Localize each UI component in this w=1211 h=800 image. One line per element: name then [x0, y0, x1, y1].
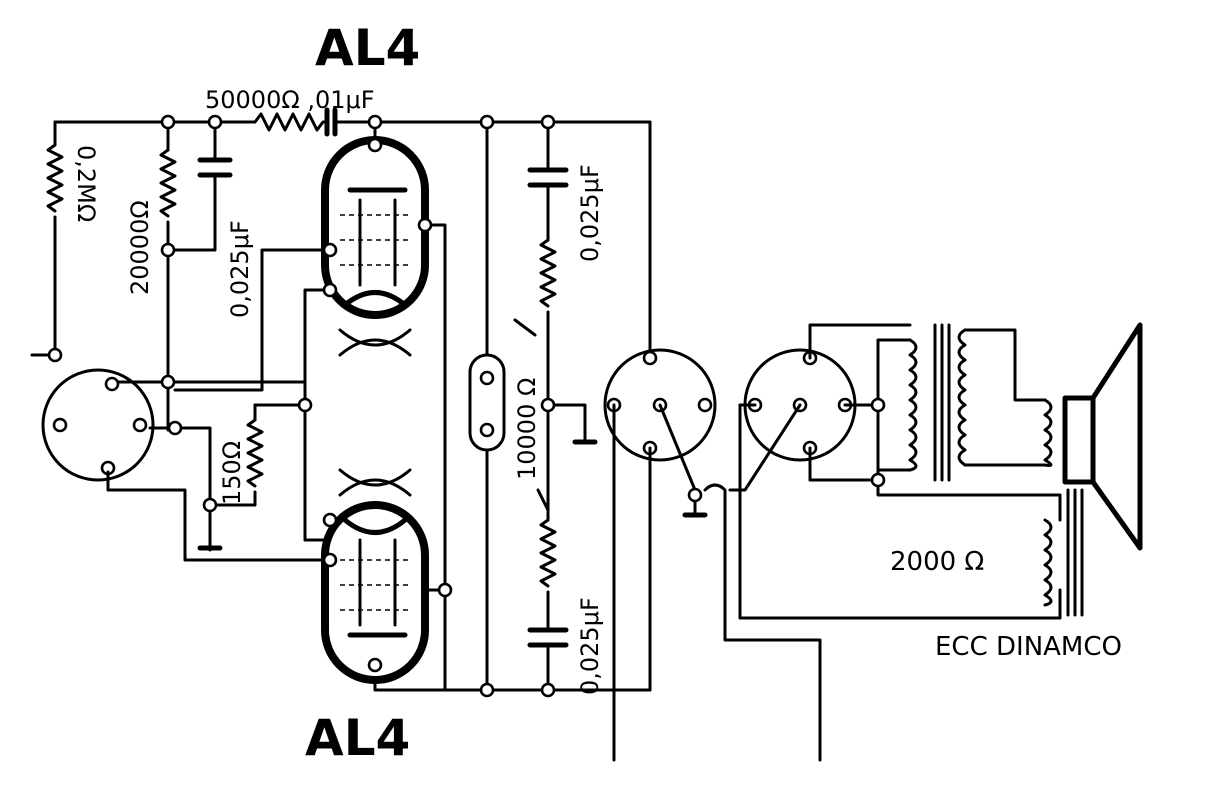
capacitor-bottom-right: [527, 627, 569, 692]
speaker-cone: [1062, 322, 1143, 551]
tube-bottom: [303, 468, 652, 692]
r-10000-label: 10000 Ω: [513, 378, 541, 480]
tube-bottom-label: AL4: [305, 709, 410, 767]
r-20000-label: 20000Ω: [126, 200, 154, 295]
series-resistor-capacitor: [253, 107, 338, 137]
capacitor-top-right: [527, 120, 569, 407]
oval-resistor: [468, 120, 506, 692]
output-socket: [728, 323, 1062, 620]
field-coil: [1043, 488, 1084, 617]
bottom-feed: [106, 470, 332, 562]
c-bottom-right-label: 0,025μF: [576, 597, 604, 695]
series-label: 50000Ω ,01μF: [205, 86, 375, 114]
r-150-label: 150Ω: [218, 441, 246, 505]
r-02m-label: 0,2MΩ: [72, 145, 100, 222]
c-top-right-label: 0,025μF: [576, 164, 604, 262]
field-coil-label: 2000 Ω: [890, 547, 984, 577]
input-socket: [30, 353, 155, 482]
cathode-feed: [173, 426, 212, 547]
junctions: [47, 114, 886, 698]
output-transformer: [876, 323, 1062, 522]
tube-top-label: AL4: [315, 19, 420, 77]
potentiometer-10000: [513, 318, 598, 630]
capacitor-grid: [166, 120, 233, 252]
speaker-label: ECC DINAMCO: [935, 632, 1122, 662]
resistor-0-2m: [46, 120, 64, 357]
resistor-150: [208, 403, 307, 507]
c-grid-label: 0,025μF: [226, 220, 254, 318]
rectifier-socket: [603, 348, 822, 762]
